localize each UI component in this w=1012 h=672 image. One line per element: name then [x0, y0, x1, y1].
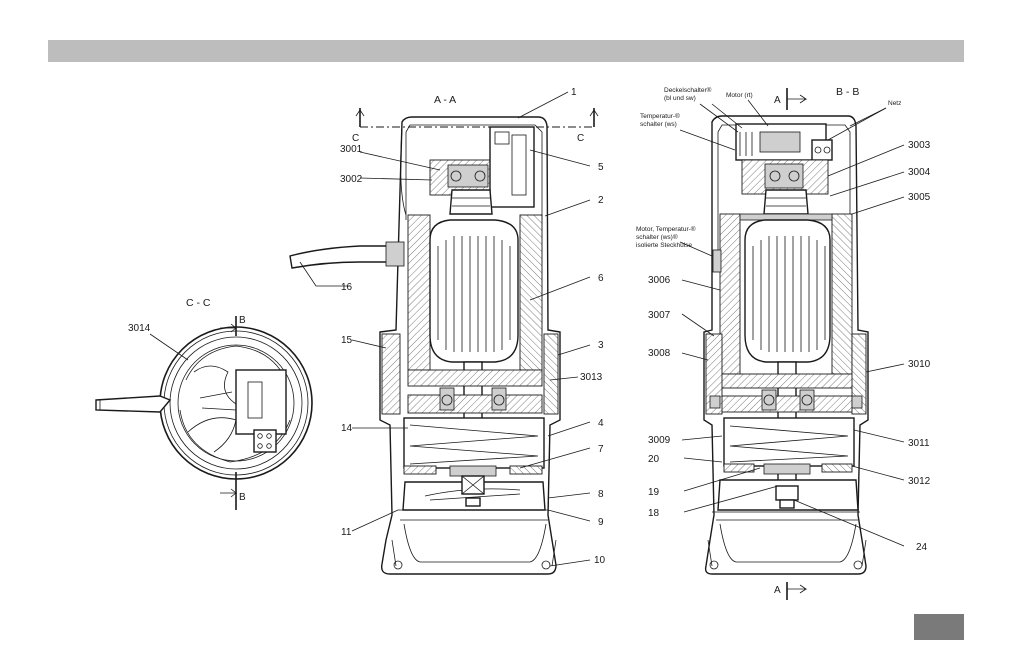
section-bb — [704, 88, 868, 600]
section-cc-title: C - C — [186, 297, 211, 309]
label-deckelschalter: Deckelschalter® — [664, 86, 712, 94]
callout-3004: 3004 — [908, 167, 931, 178]
callout-3012: 3012 — [908, 476, 931, 487]
label-motor-temperatur: Motor, Temperatur-® — [636, 225, 696, 233]
callout-9: 9 — [598, 517, 604, 528]
callout-15: 15 — [341, 335, 353, 346]
section-cc — [96, 316, 312, 510]
callout-18: 18 — [648, 508, 660, 519]
callout-14: 14 — [341, 423, 353, 434]
callout-2: 2 — [598, 195, 604, 206]
cut-mark-c-right: C — [577, 133, 584, 144]
callout-3014: 3014 — [128, 323, 151, 334]
callout-8: 8 — [598, 489, 604, 500]
callout-20: 20 — [648, 454, 660, 465]
label-isolierte-steckhuelse: isolierte Steckhülse — [636, 242, 692, 249]
callout-3008: 3008 — [648, 348, 671, 359]
cut-mark-a-top: A — [774, 95, 781, 106]
callout-6: 6 — [598, 273, 604, 284]
label-temperaturschalter-ws: schalter (ws) — [640, 121, 677, 128]
callout-4: 4 — [598, 418, 604, 429]
label-motor-rt: Motor (rt) — [726, 92, 753, 99]
section-aa-title: A - A — [434, 94, 456, 106]
callout-10: 10 — [594, 555, 606, 566]
section-bb-title: B - B — [836, 86, 859, 98]
section-aa — [290, 108, 598, 574]
callout-3: 3 — [598, 340, 604, 351]
label-netz: Netz — [888, 100, 901, 107]
label-temperaturschalter: Temperatur-® — [640, 112, 680, 120]
callout-7: 7 — [598, 444, 604, 455]
callout-5: 5 — [598, 162, 604, 173]
callout-3013: 3013 — [580, 372, 603, 383]
callout-24: 24 — [916, 542, 928, 553]
cut-mark-c-left: C — [352, 133, 359, 144]
callout-19: 19 — [648, 487, 660, 498]
callout-3007: 3007 — [648, 310, 671, 321]
callout-3002: 3002 — [340, 174, 363, 185]
callout-3006: 3006 — [648, 275, 671, 286]
callout-11: 11 — [341, 527, 352, 538]
callout-1: 1 — [571, 87, 577, 98]
callout-3010: 3010 — [908, 359, 931, 370]
callout-3011: 3011 — [908, 438, 930, 449]
cut-mark-b-top: B — [239, 315, 246, 326]
callout-3009: 3009 — [648, 435, 671, 446]
label-schalter-ws: schalter (ws)® — [636, 233, 678, 241]
label-deckelschalter-colors: (bl und sw) — [664, 95, 696, 102]
callout-3001: 3001 — [340, 144, 363, 155]
callout-3003: 3003 — [908, 140, 931, 151]
cut-mark-a-bottom: A — [774, 585, 781, 596]
cut-mark-b-bottom: B — [239, 492, 246, 503]
callout-16: 16 — [341, 282, 353, 293]
callout-3005: 3005 — [908, 192, 931, 203]
